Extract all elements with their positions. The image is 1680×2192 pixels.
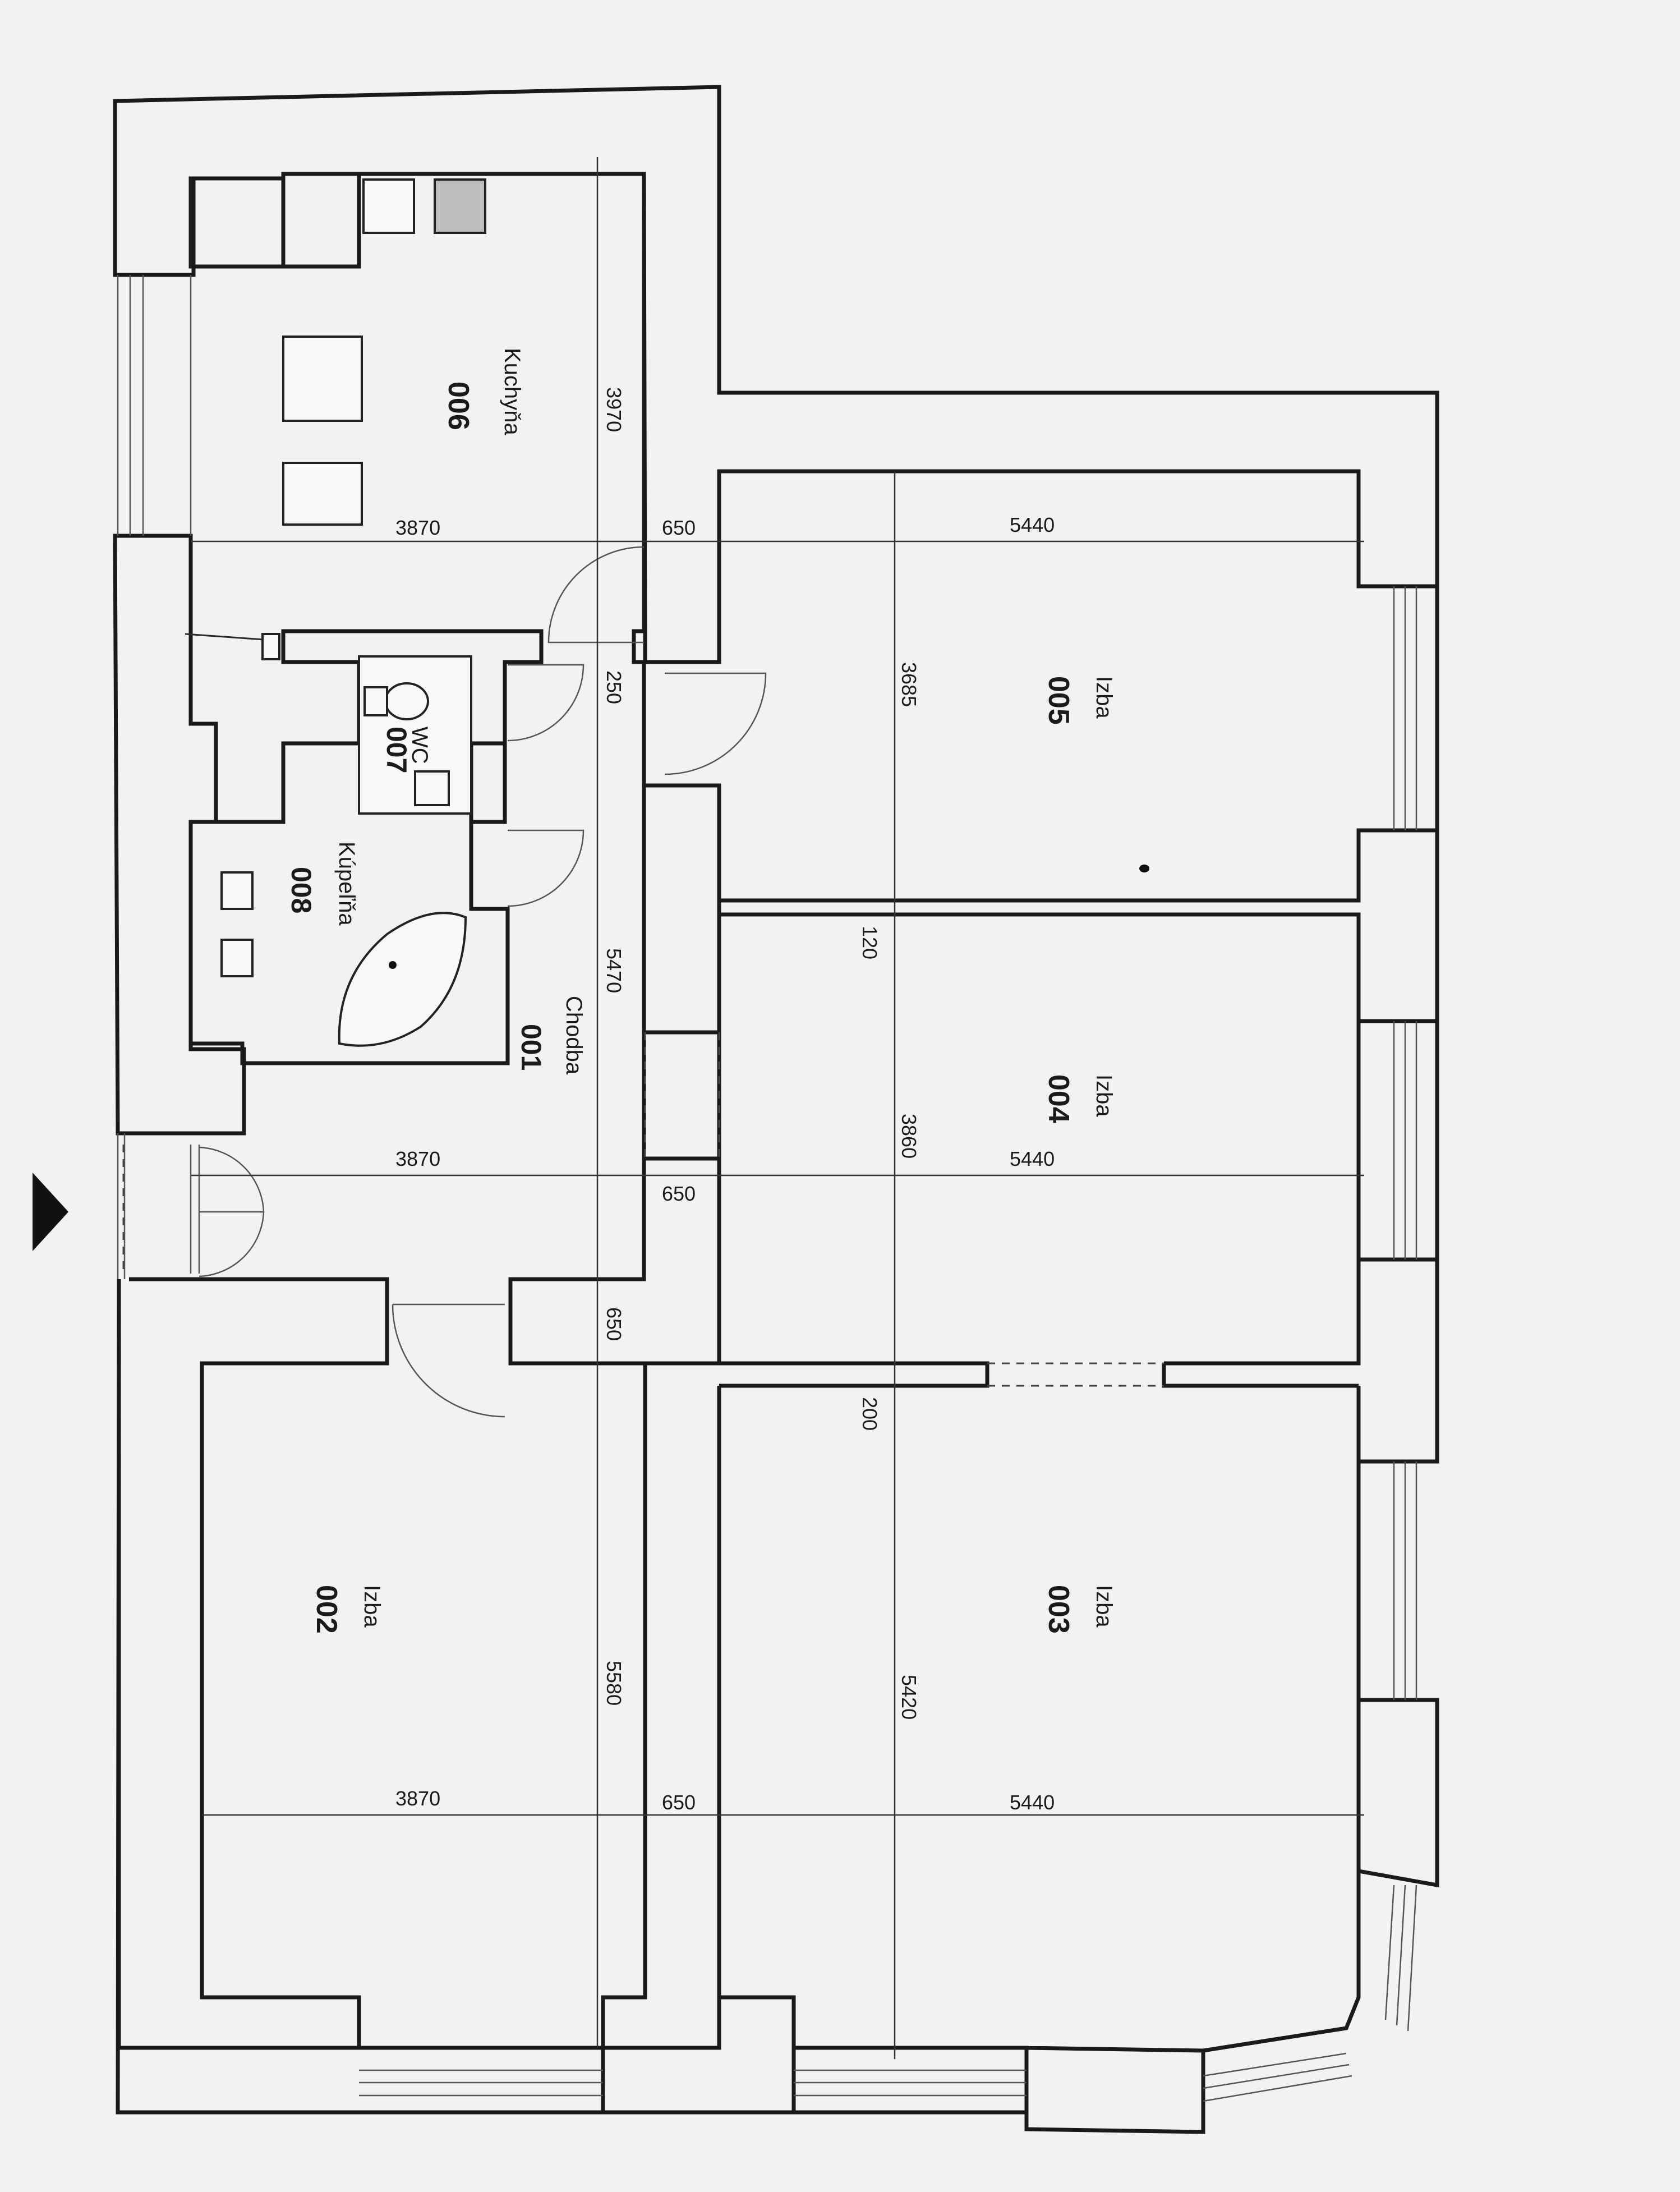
room-004-name: Izba bbox=[1092, 1074, 1116, 1117]
entrance-arrow-icon bbox=[33, 1173, 68, 1251]
dim-200: 200 bbox=[858, 1397, 881, 1431]
room-006-name: Kuchyňa bbox=[500, 348, 524, 435]
doors bbox=[122, 546, 1164, 1418]
entrance-frame bbox=[117, 1133, 200, 1279]
window-002 bbox=[359, 2069, 603, 2097]
bath-sink-1 bbox=[220, 871, 254, 910]
window-005 bbox=[1393, 586, 1417, 830]
dim-5470: 5470 bbox=[602, 948, 625, 993]
dim-3870-a: 3870 bbox=[395, 516, 440, 539]
central-pier-lower bbox=[644, 1156, 721, 1366]
kitchen-wall bbox=[191, 172, 719, 664]
room-006-number: 006 bbox=[442, 382, 475, 430]
dim-5440-b: 5440 bbox=[1010, 1147, 1055, 1170]
room-002-name: Izba bbox=[360, 1585, 384, 1628]
door-entrance bbox=[199, 1146, 265, 1277]
room-005-wall bbox=[645, 471, 1439, 903]
dim-5580: 5580 bbox=[602, 1661, 625, 1706]
dim-650-v: 650 bbox=[602, 1307, 625, 1341]
walls bbox=[113, 85, 1439, 2134]
dim-5440-a: 5440 bbox=[1010, 513, 1055, 536]
fixtures bbox=[185, 178, 486, 1047]
wall-left-lower bbox=[116, 1279, 605, 2115]
door-bath bbox=[507, 829, 584, 907]
room-003-number: 003 bbox=[1042, 1585, 1075, 1634]
bathroom-wall bbox=[188, 741, 510, 1065]
room-003-wall bbox=[794, 1260, 1439, 2134]
pipe bbox=[185, 633, 264, 641]
table-1 bbox=[282, 336, 363, 422]
dim-3970: 3970 bbox=[602, 387, 625, 432]
sink-kitchen bbox=[362, 178, 415, 234]
radiator bbox=[261, 633, 280, 660]
window-003d bbox=[1203, 2052, 1352, 2102]
room-003-name: Izba bbox=[1092, 1585, 1116, 1628]
room-001-name: Chodba bbox=[561, 996, 586, 1075]
room-007-name: WC bbox=[407, 727, 432, 764]
wc-wall bbox=[281, 629, 544, 824]
window-003a bbox=[1393, 1462, 1417, 1700]
room-004-wall bbox=[717, 830, 1439, 1388]
dim-3870-b: 3870 bbox=[395, 1147, 440, 1170]
door-002 bbox=[392, 1303, 505, 1418]
dim-650-c: 650 bbox=[662, 1791, 696, 1814]
dim-3860: 3860 bbox=[897, 1114, 920, 1159]
table-2 bbox=[282, 462, 363, 526]
opening-corridor-004 bbox=[644, 1032, 720, 1159]
central-pier-bottom bbox=[603, 1386, 796, 2115]
room-002-number: 002 bbox=[310, 1585, 343, 1634]
dimension-lines bbox=[191, 157, 1364, 2059]
bath-sink-2 bbox=[220, 939, 254, 977]
bathtub bbox=[338, 912, 467, 1047]
room-008-number: 008 bbox=[286, 867, 317, 913]
dim-5420: 5420 bbox=[897, 1675, 920, 1720]
dim-120: 120 bbox=[858, 926, 881, 959]
window-004 bbox=[1393, 1021, 1417, 1260]
dim-3685: 3685 bbox=[897, 662, 920, 707]
stove bbox=[434, 178, 486, 234]
central-pier-upper bbox=[644, 783, 721, 1035]
ink-dot bbox=[1139, 865, 1149, 872]
bathtub-drain bbox=[389, 961, 397, 969]
opening-004-003 bbox=[987, 1362, 1164, 1387]
room-001-number: 001 bbox=[515, 1024, 547, 1070]
window-003b bbox=[1384, 1885, 1417, 2032]
windows bbox=[117, 275, 1417, 2102]
dim-650-a: 650 bbox=[662, 516, 696, 539]
room-008-name: Kúpeľňa bbox=[334, 842, 359, 926]
room-005-number: 005 bbox=[1042, 676, 1075, 725]
room-labels: Kuchyňa 006 WC 007 Kúpeľňa 008 Chodba 00… bbox=[286, 348, 1116, 1634]
window-003c bbox=[794, 2069, 1027, 2097]
dim-250: 250 bbox=[602, 670, 625, 704]
room-004-number: 004 bbox=[1042, 1074, 1075, 1123]
room-005-name: Izba bbox=[1092, 676, 1116, 719]
door-wc bbox=[507, 664, 584, 742]
dim-5440-c: 5440 bbox=[1010, 1791, 1055, 1814]
toilet-tank bbox=[363, 686, 388, 716]
door-kitchen bbox=[547, 546, 645, 644]
room-002-wall bbox=[129, 1150, 647, 2050]
dim-650-b: 650 bbox=[662, 1182, 696, 1205]
window-kitchen bbox=[117, 275, 192, 536]
toilet bbox=[384, 682, 429, 720]
dimension-labels: 3870 650 5440 3870 650 5440 3870 650 544… bbox=[395, 387, 1055, 1814]
dim-3870-c: 3870 bbox=[395, 1787, 440, 1810]
wc-sink bbox=[414, 770, 450, 806]
room-007-number: 007 bbox=[381, 727, 412, 773]
door-005 bbox=[664, 672, 767, 775]
